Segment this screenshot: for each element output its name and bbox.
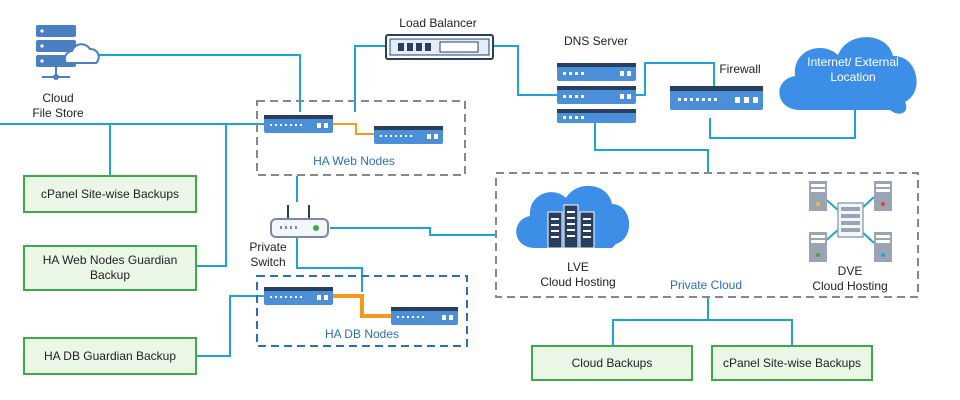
private-cloud-group: [495, 172, 919, 298]
link-dns-privatecloud: [594, 123, 709, 173]
link-dns-firewall: [636, 62, 715, 96]
web-node-1-icon: [264, 115, 333, 133]
connections: [0, 45, 856, 357]
cloud-file-store-label-2: File Store: [32, 106, 84, 120]
cloud-backups-label: Cloud Backups: [572, 356, 653, 370]
link-privatecloud-cpanel: [708, 319, 793, 346]
link-webnode-pair: [333, 123, 374, 135]
link-web-guardian: [196, 124, 227, 267]
dve-label-2: Cloud Hosting: [812, 279, 887, 293]
lve-label-1: LVE: [567, 260, 589, 274]
link-db-guardian: [196, 295, 264, 357]
link-lb-dns: [493, 45, 557, 96]
firewall-label: Firewall: [719, 62, 760, 76]
ha-web-guardian-label-1: HA Web Nodes Guardian: [43, 253, 178, 267]
link-switch-dbnodes: [296, 238, 363, 292]
dns-server-icon: [557, 63, 636, 123]
ha-db-nodes-label: HA DB Nodes: [325, 327, 399, 341]
internet-label-2: Location: [830, 70, 875, 84]
link-dbnode-pair: [333, 294, 391, 318]
ha-web-nodes-group: [256, 100, 466, 176]
web-node-2-icon: [374, 126, 443, 144]
lve-cloud-icon: [516, 185, 630, 249]
link-cpanel-left: [109, 123, 264, 176]
db-node-2-icon: [391, 307, 458, 325]
internet-label-1: Internet/ External: [807, 55, 898, 69]
cloud-file-store-label-1: Cloud: [42, 91, 73, 105]
ha-db-guardian-box: HA DB Guardian Backup: [23, 337, 197, 375]
cpanel-backups-left-box: cPanel Site-wise Backups: [23, 175, 197, 213]
cloud-file-store-icon: [36, 25, 100, 80]
dve-cluster-icon: [809, 181, 892, 262]
private-cloud-label: Private Cloud: [670, 278, 742, 292]
cpanel-backups-left-label: cPanel Site-wise Backups: [41, 187, 179, 201]
internet-cloud-icon: [779, 37, 917, 114]
ha-db-nodes-group: [256, 275, 468, 347]
private-switch-icon: [270, 205, 329, 238]
link-privatecloud-backups: [612, 297, 709, 346]
cloud-backups-box: Cloud Backups: [531, 345, 693, 381]
link-filestore-webnodes: [82, 54, 301, 112]
lve-label-2: Cloud Hosting: [540, 275, 615, 289]
ha-web-guardian-box: HA Web Nodes Guardian Backup: [23, 245, 197, 291]
ha-web-guardian-label-2: Backup: [90, 268, 130, 282]
link-firewall-internet: [709, 110, 856, 139]
private-switch-label-2: Switch: [250, 255, 285, 269]
firewall-icon: [670, 86, 763, 110]
cpanel-backups-right-label: cPanel Site-wise Backups: [723, 356, 861, 370]
load-balancer-label: Load Balancer: [399, 16, 476, 30]
dns-server-label: DNS Server: [564, 34, 628, 48]
ha-db-guardian-label: HA DB Guardian Backup: [44, 349, 176, 363]
db-node-1-icon: [264, 287, 333, 305]
ha-web-nodes-label: HA Web Nodes: [313, 154, 395, 168]
load-balancer-icon: [385, 34, 494, 60]
cpanel-backups-right-box: cPanel Site-wise Backups: [711, 345, 873, 381]
private-switch-label-1: Private: [249, 240, 287, 254]
link-lb-webnodes: [354, 45, 386, 112]
link-switch-privatecloud: [330, 227, 496, 236]
dve-label-1: DVE: [838, 264, 863, 278]
